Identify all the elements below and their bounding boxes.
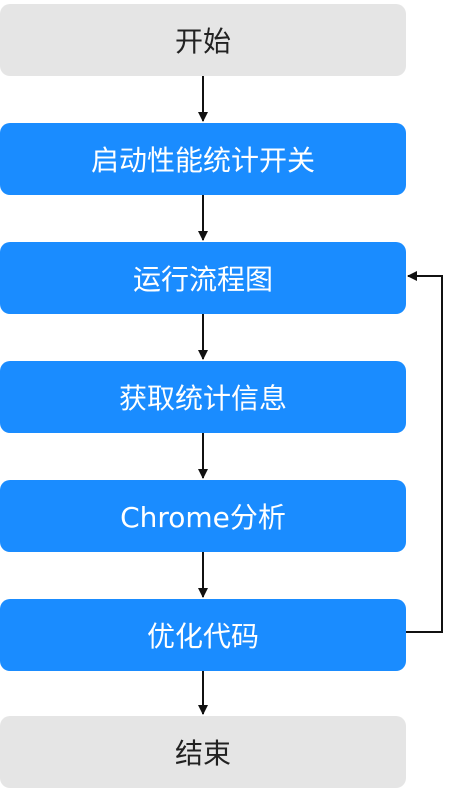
node-end-label: 结束 <box>174 737 231 770</box>
node-get-stats: 获取统计信息 <box>0 361 406 433</box>
node-chrome-analysis-label: Chrome分析 <box>120 501 286 534</box>
node-chrome-analysis: Chrome分析 <box>0 480 406 552</box>
loop-arrow-optimize-to-run-flow <box>406 271 443 633</box>
node-optimize: 优化代码 <box>0 599 406 671</box>
node-start: 开始 <box>0 4 406 76</box>
node-optimize-label: 优化代码 <box>146 620 259 653</box>
node-run-flow: 运行流程图 <box>0 242 406 314</box>
node-end: 结束 <box>0 716 406 788</box>
node-enable-stats-label: 启动性能统计开关 <box>90 144 315 177</box>
node-run-flow-label: 运行流程图 <box>132 263 273 296</box>
node-enable-stats: 启动性能统计开关 <box>0 123 406 195</box>
node-get-stats-label: 获取统计信息 <box>118 382 287 415</box>
node-start-label: 开始 <box>174 25 231 58</box>
